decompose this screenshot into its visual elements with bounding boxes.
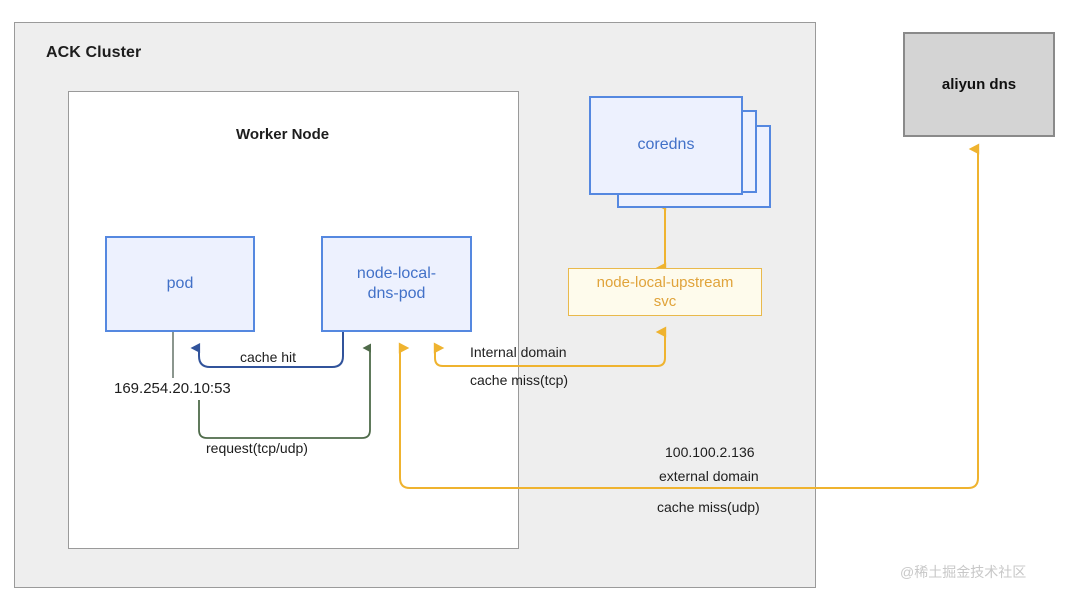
node-local-upstream-svc-box[interactable]: node-local-upstream svc [568, 268, 762, 316]
coredns-box[interactable]: coredns [589, 96, 743, 195]
label-cache-hit: cache hit [240, 349, 297, 365]
label-internal-domain: Internal domain [470, 344, 567, 360]
label-external-ip: 100.100.2.136 [665, 444, 755, 460]
edge-external-domain-cache-miss-udp [398, 143, 980, 489]
label-request-tcp-udp: request(tcp/udp) [206, 440, 308, 456]
upstream-svc-label-line1: node-local-upstream [596, 273, 734, 291]
watermark: @稀土掘金技术社区 [900, 564, 1027, 580]
edge-cache-hit [190, 332, 344, 368]
label-cache-miss-tcp: cache miss(tcp) [470, 372, 569, 388]
ack-cluster-label: ACK Cluster [46, 44, 142, 61]
node-local-dns-pod-label: node-local- dns-pod [356, 264, 437, 302]
pod-box[interactable]: pod [105, 236, 255, 332]
edge-internal-domain-cache-miss-tcp [433, 326, 667, 367]
worker-node-label: Worker Node [236, 126, 330, 143]
label-external-domain: external domain [659, 468, 759, 484]
label-local-dns-ip: 169.254.20.10:53 [114, 380, 231, 397]
aliyun-dns-box[interactable]: aliyun dns [903, 32, 1055, 137]
edge-request-tcp-udp [198, 343, 372, 439]
upstream-svc-label-line2: svc [653, 293, 677, 310]
label-cache-miss-udp: cache miss(udp) [657, 499, 760, 515]
node-local-dns-pod-box[interactable]: node-local- dns-pod [321, 236, 472, 332]
